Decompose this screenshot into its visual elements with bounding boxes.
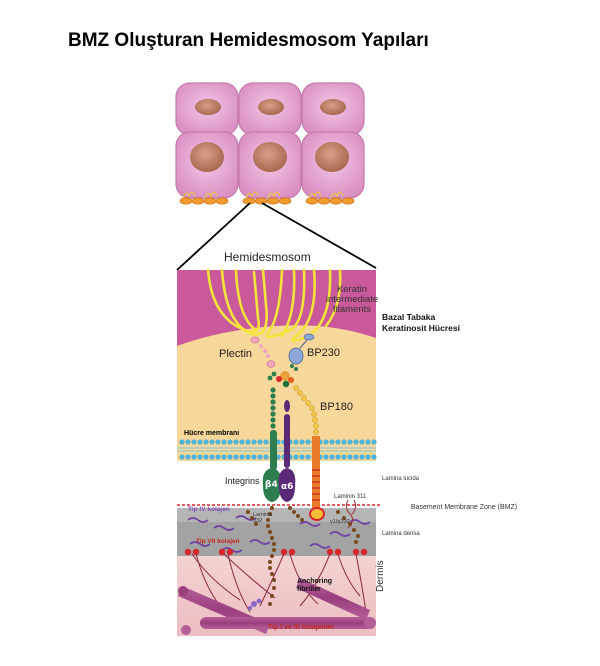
bp230-protein [288, 333, 315, 371]
integrin-alpha6 [278, 400, 296, 502]
tip7-kolajen-label: Tip VII kolajen [196, 538, 240, 545]
bp180-label: BP180 [320, 401, 354, 413]
integrin-beta4 [262, 387, 282, 502]
dermis-label: Dermis [375, 560, 386, 592]
hucre-membrani-label: Hücre membranı [184, 430, 240, 437]
keratin-label: Keratin intermediate filaments [325, 284, 379, 315]
plectin-protein [250, 336, 276, 368]
anchoring-fibriller-label: Anchoring fibriller [297, 578, 332, 594]
zoom-line-left [176, 202, 251, 271]
lamina-densa-label: Lamina densa [382, 531, 420, 537]
bp180-ectodomain [309, 507, 325, 521]
bp180-transmembrane [312, 436, 320, 508]
bp230-label: BP230 [307, 347, 341, 359]
zoom-line-right [261, 202, 377, 269]
bazal-label: Bazal Tabaka Keratinosit Hücresi [382, 312, 460, 333]
lamina-lucida-label: Lamina lucida [382, 476, 420, 482]
plectin-label: Plectin [219, 348, 253, 360]
detail-panel [177, 268, 380, 636]
laminin332-label: Laminin 332 [253, 512, 273, 525]
integrins-label: Integrins [225, 476, 260, 486]
beta4-label: β4 [265, 480, 278, 490]
keratinocyte-cluster [175, 82, 365, 205]
hemidesmosom-label: Hemidesmosom [224, 250, 311, 264]
laminin-332 [246, 506, 360, 606]
bmz-label: Basement Membrane Zone (BMZ) [410, 504, 518, 511]
gamma-p200-label: γ1/p200 [330, 519, 350, 525]
laminin311-label: Laminin 311 [334, 494, 367, 500]
tip1-3-kolajen-label: Tip I ve III kolajenler [268, 624, 335, 631]
alpha6-label: α6 [281, 482, 294, 492]
bp180-protein [293, 385, 319, 435]
page-title: BMZ Oluşturan Hemidesmosom Yapıları [68, 30, 429, 51]
tip4-kolajen-label: Tip IV kolajen [188, 506, 230, 513]
collagen-fibers [178, 578, 376, 635]
